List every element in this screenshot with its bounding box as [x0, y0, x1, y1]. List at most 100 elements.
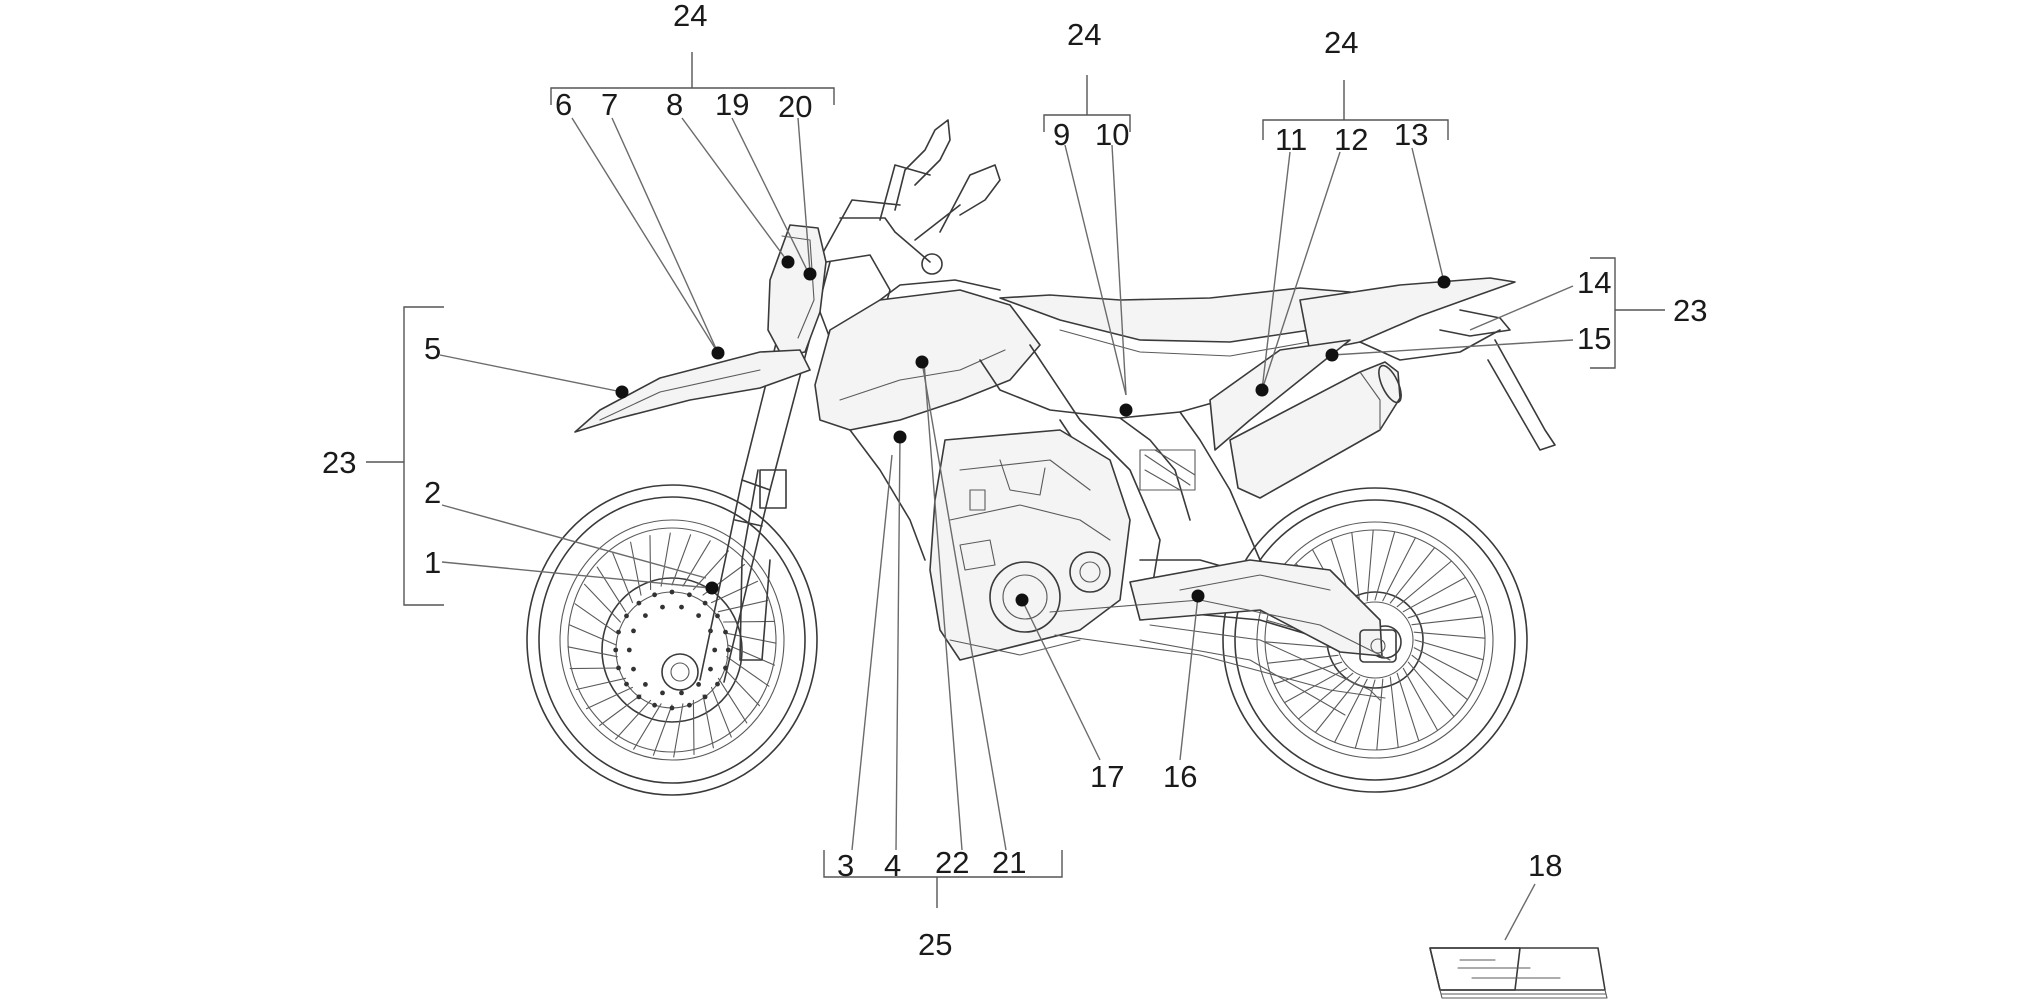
rear-tail — [1299, 277, 1556, 451]
wheel-spoke — [671, 534, 692, 586]
disc-hole — [679, 690, 684, 696]
wheel-spoke — [1376, 678, 1384, 751]
callout-19: 19 — [715, 87, 749, 122]
drive-chain — [1049, 599, 1391, 699]
wheel-spoke — [1382, 537, 1416, 602]
leader-lines — [439, 117, 1574, 941]
wheel-spoke — [727, 644, 776, 666]
disc-hole — [712, 647, 718, 653]
wheel-spoke — [599, 694, 642, 727]
group-24-front: 24 — [673, 0, 707, 33]
wheel-spoke — [596, 566, 627, 613]
disc-hole — [660, 690, 665, 696]
disc-hole — [660, 604, 665, 610]
disc-hole — [679, 604, 684, 610]
owner-manual-booklet — [1429, 947, 1608, 999]
disc-hole — [643, 613, 648, 618]
wheel-spoke — [702, 694, 714, 749]
group-25-bottom: 25 — [918, 927, 952, 962]
wheel-spoke — [574, 603, 618, 634]
callout-22: 22 — [935, 845, 969, 880]
wheel-spoke — [1354, 679, 1376, 749]
callout-5: 5 — [424, 331, 441, 366]
wheel-spoke — [692, 550, 729, 591]
wheel-spoke — [723, 667, 761, 707]
disc-hole — [652, 592, 657, 598]
callout-20: 20 — [778, 89, 812, 124]
callout-1: 1 — [424, 545, 441, 580]
wheel-spoke — [569, 667, 621, 670]
callout-2: 2 — [424, 475, 441, 510]
callout-13: 13 — [1394, 117, 1428, 152]
wheel-spoke — [630, 541, 642, 596]
exhaust-silencer — [1229, 361, 1402, 499]
wheel-spoke — [723, 620, 775, 623]
callout-11: 11 — [1275, 122, 1307, 157]
callout-4: 4 — [884, 848, 901, 883]
wheel-spoke — [1407, 595, 1477, 619]
disc-hole — [636, 600, 642, 606]
wheel-spoke — [1411, 654, 1468, 701]
wheel-spoke — [1283, 667, 1348, 704]
callout-7: 7 — [601, 87, 618, 122]
wheel-spoke — [710, 580, 759, 604]
callout-3: 3 — [837, 848, 854, 883]
disc-hole — [723, 629, 728, 635]
wheel-spoke — [673, 703, 684, 758]
wheel-spoke — [1413, 631, 1486, 639]
callout-6: 6 — [555, 87, 572, 122]
wheel-spoke — [1351, 531, 1361, 604]
callout-17: 17 — [1090, 759, 1124, 794]
wheel-spoke — [615, 699, 652, 740]
disc-hole — [631, 628, 636, 634]
disc-hole — [696, 682, 701, 687]
group-brackets — [366, 52, 1665, 908]
handlebar-mirrors — [819, 119, 1001, 275]
callout-numbers: 1 2 3 4 5 6 7 8 9 10 11 12 13 14 15 16 1… — [322, 0, 1707, 962]
wheel-spoke — [682, 540, 711, 587]
wheel-spoke — [1411, 616, 1484, 626]
disc-hole — [702, 600, 708, 606]
disc-hole — [652, 702, 657, 708]
wheel-spoke — [652, 704, 673, 756]
rear-side-panel — [1209, 339, 1351, 451]
wheel-spoke — [1402, 576, 1467, 613]
disc-hole — [702, 694, 708, 700]
wheel-spoke — [1396, 560, 1453, 608]
seat — [999, 287, 1351, 357]
wheel-spoke — [1396, 672, 1420, 742]
disc-hole — [669, 589, 675, 595]
wheel-spoke — [1334, 678, 1368, 743]
wheel-spoke — [1402, 667, 1439, 732]
group-23-right: 23 — [1673, 293, 1707, 328]
callout-15: 15 — [1577, 321, 1611, 356]
wheel-spoke — [1389, 676, 1399, 749]
disc-hole — [708, 666, 713, 672]
wheel-spoke — [1389, 547, 1436, 604]
disc-hole — [715, 681, 720, 687]
disc-hole — [643, 682, 648, 687]
wheel-spoke — [660, 532, 671, 587]
wheel-spoke — [575, 677, 627, 691]
front-wheel — [526, 484, 818, 796]
rear-hub — [1359, 629, 1397, 663]
disc-hole — [696, 613, 701, 618]
wheel-spoke — [568, 624, 617, 646]
wheel-spoke — [567, 646, 618, 658]
wheel-spoke — [1264, 641, 1337, 649]
callout-16: 16 — [1163, 759, 1197, 794]
wheel-spoke — [1374, 531, 1396, 601]
wheel-spoke — [1413, 647, 1478, 681]
disc-hole — [624, 681, 629, 687]
wheel-spoke — [692, 699, 695, 756]
group-24-tank: 24 — [1067, 17, 1101, 52]
wheel-spoke — [1414, 639, 1484, 661]
wheel-spoke — [726, 656, 770, 687]
callout-18: 18 — [1528, 848, 1562, 883]
wheel-spoke — [1297, 672, 1354, 720]
engine — [929, 429, 1196, 661]
wheel-spoke — [1407, 661, 1455, 718]
disc-hole — [624, 613, 629, 619]
